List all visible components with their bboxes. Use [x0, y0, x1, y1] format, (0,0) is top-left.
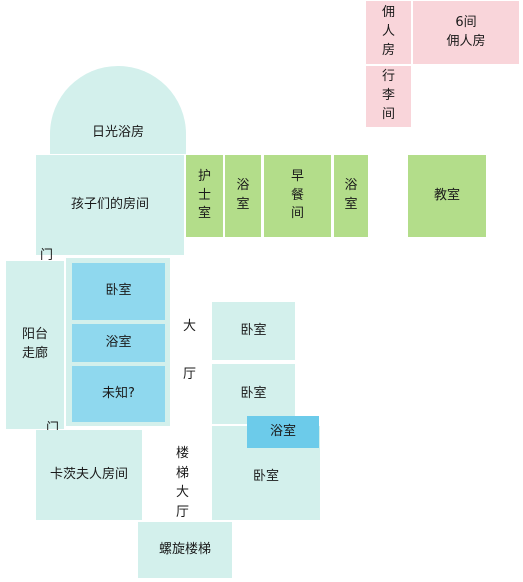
hall-label-ting: 厅: [183, 367, 197, 382]
nurse-room: 护 士 室: [186, 155, 223, 237]
servant-rooms-6: 6间 佣人房: [413, 1, 519, 64]
mrs-carvers-room: 卡茨夫人房间: [36, 430, 142, 520]
luggage-room: 行 李 间: [366, 66, 411, 127]
door-top-label: 门: [40, 248, 54, 263]
sunroom-label: 日光浴房: [91, 124, 144, 140]
stair-hall-label: 楼 梯 大 厅: [176, 446, 190, 520]
classroom: 教室: [408, 155, 486, 237]
bath-1: 浴 室: [225, 155, 261, 237]
bedroom-1: 卧室: [212, 302, 295, 360]
children-room: 孩子们的房间: [36, 155, 184, 255]
bedroom-blue: 卧室: [72, 263, 165, 320]
bath-2: 浴 室: [334, 155, 368, 237]
sunroom: 日光浴房: [50, 66, 186, 154]
spiral-staircase: 螺旋楼梯: [138, 522, 232, 578]
bath-blue: 浴室: [72, 324, 165, 362]
bedroom-2: 卧室: [212, 364, 295, 424]
unknown-room: 未知?: [72, 366, 165, 422]
hall-label-da: 大: [183, 319, 197, 334]
balcony-corridor: 阳台 走廊: [6, 261, 64, 429]
servant-room: 佣 人 房: [366, 1, 411, 64]
breakfast-room: 早 餐 间: [264, 155, 331, 237]
bath-small: 浴室: [247, 416, 319, 448]
